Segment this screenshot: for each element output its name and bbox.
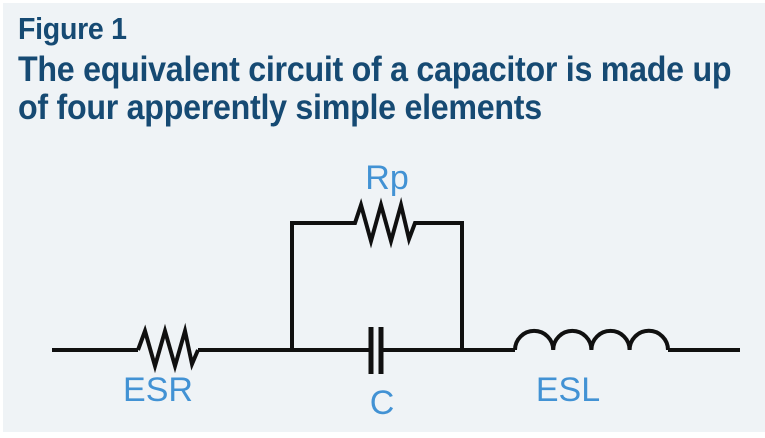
capacitor-label: C [369, 384, 395, 422]
capacitor-icon [368, 327, 384, 374]
rp-parallel-branch [290, 196, 464, 350]
figure-caption-line-2: of four apperently simple elements [18, 88, 542, 127]
esr-resistor-icon [136, 322, 200, 374]
esl-label: ESL [535, 371, 601, 409]
figure-number: Figure 1 [18, 11, 127, 46]
figure-caption-line-1: The equivalent circuit of a capacitor is… [18, 50, 732, 89]
rp-label: Rp [365, 159, 409, 197]
esr-label: ESR [123, 371, 193, 409]
esl-inductor-icon [513, 328, 670, 351]
